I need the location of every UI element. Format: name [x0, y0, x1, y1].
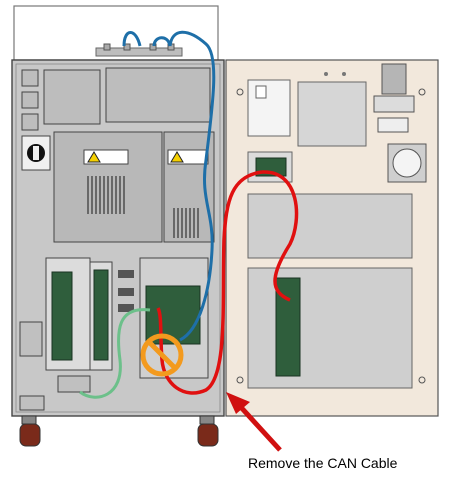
- cabinet-door: [226, 60, 438, 416]
- casters: [20, 416, 218, 446]
- caption-label: Remove the CAN Cable: [248, 455, 448, 471]
